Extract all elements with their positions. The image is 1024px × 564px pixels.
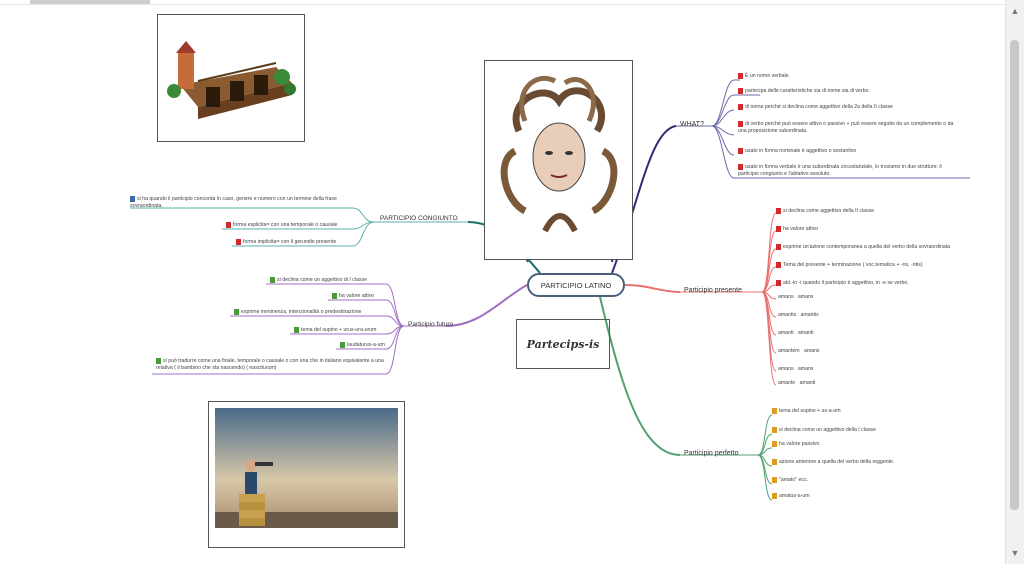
node-participio-futuro[interactable]: Participio futuro (408, 321, 454, 328)
congiunto-leaf[interactable]: si ha quando il participio concorda in c… (130, 196, 337, 209)
node-participio-presente[interactable]: Participio presente (684, 287, 742, 294)
medusa-image[interactable] (484, 60, 633, 260)
node-what[interactable]: WHAT? (680, 121, 704, 128)
perfetto-leaf[interactable]: tema del supino + us-a-um (772, 408, 841, 415)
flag-icon (776, 244, 781, 250)
declension-row[interactable]: amantis amantis (778, 312, 819, 318)
node-participio-perfetto[interactable]: Participio perfetto (684, 450, 739, 457)
script-title-image[interactable]: Partecips-is (516, 319, 610, 369)
flag-icon (772, 493, 777, 499)
flag-icon (156, 358, 161, 364)
scroll-down-icon[interactable]: ▼ (1010, 548, 1020, 558)
flag-icon (776, 280, 781, 286)
node-participio-congiunto[interactable]: PARTICIPIO CONGIUNTO (380, 215, 458, 222)
flag-icon (294, 327, 299, 333)
congiunto-leaf[interactable]: forma esplicita= con una temporale o cau… (226, 222, 338, 229)
what-leaf[interactable]: di verbo perché può essere attivo o pass… (738, 121, 954, 134)
what-leaf[interactable]: È un nome verbale. (738, 73, 790, 80)
top-toolbar-strip (30, 0, 150, 4)
bridge-image[interactable] (157, 14, 305, 142)
declension-row[interactable]: amans amans (778, 294, 814, 300)
what-leaf[interactable]: usato in forma verbale è una subordinata… (738, 164, 942, 177)
scroll-up-icon[interactable]: ▲ (1010, 6, 1020, 16)
flag-icon (738, 121, 743, 127)
perfetto-leaf[interactable]: azione anteriore a quella del verbo dell… (772, 459, 894, 466)
flag-icon (738, 164, 743, 170)
scroll-thumb[interactable] (1010, 40, 1019, 510)
what-leaf[interactable]: di nome perché si declina come aggettivo… (738, 104, 893, 111)
telescope-boy-illustration (215, 408, 398, 528)
what-leaf[interactable]: partecipa delle caratteristiche sia di n… (738, 88, 870, 95)
futuro-leaf[interactable]: ha valore attivo (332, 293, 374, 300)
futuro-leaf[interactable]: tema del supino + urus-ura-urum (294, 327, 376, 334)
perfetto-leaf[interactable]: ha valore passivo (772, 441, 819, 448)
flag-icon (738, 88, 743, 94)
declension-row[interactable]: amante amanti (778, 380, 816, 386)
declension-row[interactable]: amans amans (778, 366, 814, 372)
flag-icon (738, 73, 743, 79)
telescope-boy-image[interactable] (208, 401, 405, 548)
perfetto-leaf[interactable]: "amato" ecc. (772, 477, 808, 484)
flag-icon (776, 262, 781, 268)
presente-leaf[interactable]: si declina come aggettivo della II class… (776, 208, 874, 215)
futuro-leaf[interactable]: si declina come un aggettivo di I classe (270, 277, 367, 284)
flag-icon (234, 309, 239, 315)
central-topic[interactable]: PARTICIPIO LATINO (527, 273, 625, 297)
declension-row[interactable]: amantem amans (778, 348, 820, 354)
flag-icon (738, 104, 743, 110)
medusa-illustration (500, 75, 618, 233)
presente-leaf[interactable]: esprime un'azione contemporanea a quella… (776, 244, 950, 251)
futuro-leaf[interactable]: esprime imminenza, intenzionalità o pred… (234, 309, 362, 316)
flag-icon (772, 427, 777, 433)
flag-icon (776, 226, 781, 232)
flag-icon (772, 477, 777, 483)
vertical-scrollbar[interactable]: ▲ ▼ (1005, 0, 1024, 564)
flag-icon (776, 208, 781, 214)
bridge-illustration (167, 41, 296, 119)
flag-icon (236, 239, 241, 245)
presente-leaf[interactable]: abl.-in -i quando il participio è aggett… (776, 280, 909, 287)
top-divider (0, 4, 1006, 5)
declension-row[interactable]: amanti amanti (778, 330, 814, 336)
flag-icon (772, 408, 777, 414)
flag-icon (332, 293, 337, 299)
futuro-leaf[interactable]: laudaturus-a-um (340, 342, 385, 349)
presente-leaf[interactable]: ha valore attivo (776, 226, 818, 233)
perfetto-leaf[interactable]: si declina come un aggettivo della I cla… (772, 427, 876, 434)
flag-icon (130, 196, 135, 202)
flag-icon (226, 222, 231, 228)
futuro-leaf[interactable]: si può tradurre come una finale, tempora… (156, 358, 384, 371)
flag-icon (340, 342, 345, 348)
flag-icon (738, 148, 743, 154)
congiunto-leaf[interactable]: forma implicita= con il gerundio present… (236, 239, 336, 246)
flag-icon (772, 441, 777, 447)
what-leaf[interactable]: usato in forma nominale è aggettivo o so… (738, 148, 856, 155)
flag-icon (270, 277, 275, 283)
flag-icon (772, 459, 777, 465)
perfetto-leaf[interactable]: amatus-a-um (772, 493, 810, 500)
presente-leaf[interactable]: Tema del presente + terminazione ( voc.t… (776, 262, 923, 269)
